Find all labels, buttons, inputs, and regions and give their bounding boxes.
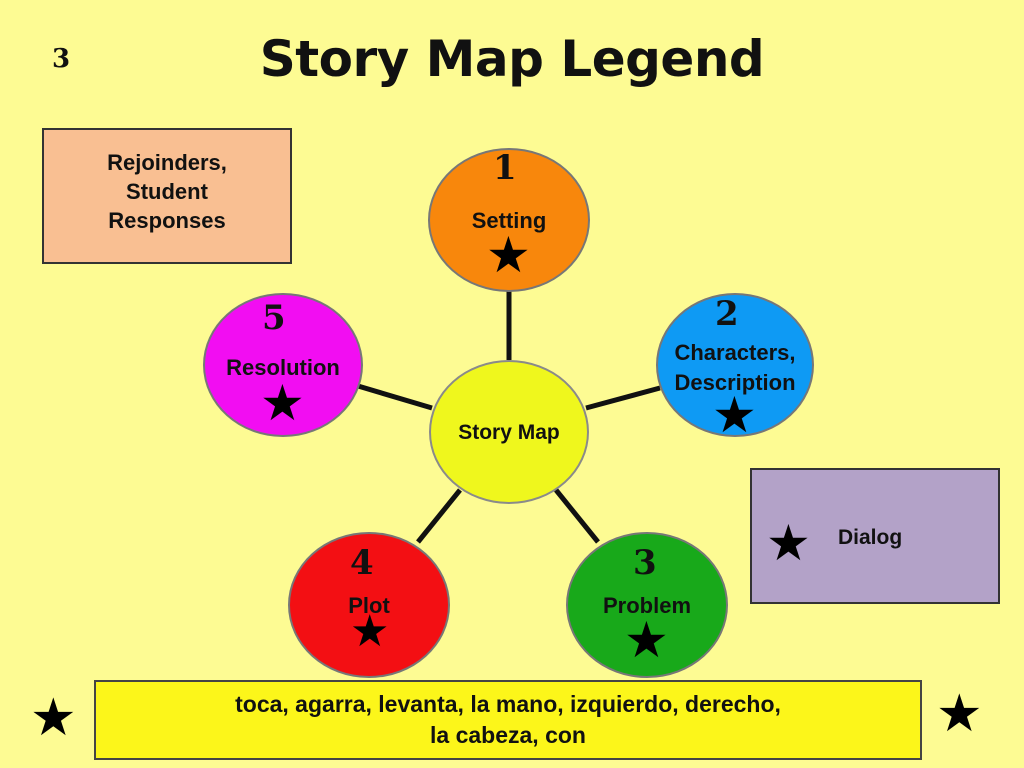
problem-node <box>566 532 728 678</box>
star-icon: ★ <box>486 226 531 284</box>
star-icon: ★ <box>712 386 757 444</box>
problem-label: Problem <box>602 593 692 618</box>
resolution-number: 5 <box>262 298 286 338</box>
plot-label: Plot <box>348 593 390 618</box>
rejoinders-legend-box: Rejoinders, Student Responses <box>42 128 292 264</box>
page-title: Story Map Legend <box>259 30 765 88</box>
connector-plot <box>416 488 462 544</box>
star-icon: ★ <box>624 611 669 669</box>
characters-node <box>656 293 814 437</box>
characters-number: 2 <box>715 294 739 334</box>
center-label: Story Map <box>458 421 560 444</box>
star-icon: ★ <box>260 374 305 432</box>
rejoinders-label-line2: Student <box>126 178 208 204</box>
rejoinders-label-line3: Responses <box>108 207 226 233</box>
connector-resolution <box>357 383 433 411</box>
vocabulary-box: toca, agarra, levanta, la mano, izquierd… <box>94 680 922 760</box>
connector-problem <box>554 488 600 544</box>
dialog-label: Dialog <box>838 526 903 549</box>
setting-node <box>428 148 590 292</box>
resolution-node <box>203 293 363 437</box>
slide-number: 3 <box>52 44 71 74</box>
star-icon: ★ <box>936 684 983 744</box>
resolution-label: Resolution <box>226 355 340 380</box>
setting-label: Setting <box>471 208 547 233</box>
rejoinders-label-line1: Rejoinders, <box>107 149 227 175</box>
vocabulary-line2: la cabeza, con <box>430 722 586 748</box>
characters-label-line1: Characters, <box>674 340 796 365</box>
plot-number: 4 <box>350 543 374 583</box>
star-icon: ★ <box>766 514 811 572</box>
plot-node <box>288 532 450 678</box>
dialog-legend-box: ★ Dialog <box>750 468 1000 604</box>
star-icon: ★ <box>30 688 77 748</box>
setting-number: 1 <box>493 148 517 188</box>
star-icon: ★ <box>350 606 390 657</box>
center-node <box>429 360 589 504</box>
connector-characters <box>585 385 661 411</box>
vocabulary-line1: toca, agarra, levanta, la mano, izquierd… <box>235 691 781 717</box>
problem-number: 3 <box>633 543 657 583</box>
characters-label-line2: Description <box>674 370 796 395</box>
